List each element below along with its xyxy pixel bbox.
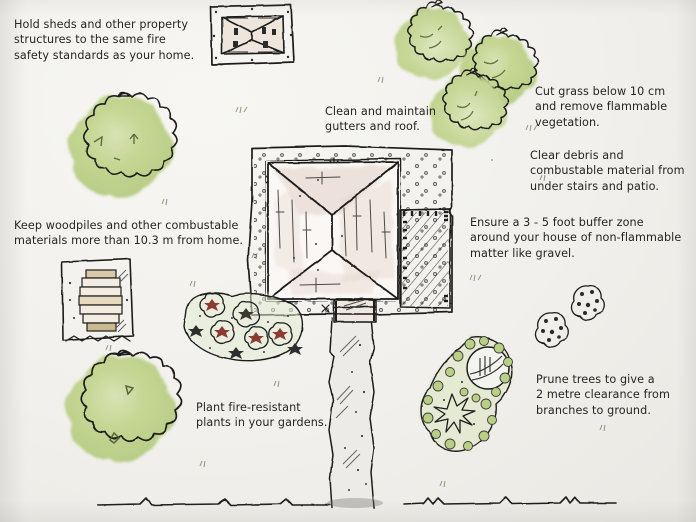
hatched-patio-deck (399, 208, 451, 309)
annotation-woodpiles: Keep woodpiles and other combustable mat… (14, 219, 244, 248)
tree-canopy (395, 0, 474, 79)
annotation-grass: Cut grass below 10 cm and remove flammab… (535, 85, 668, 129)
shrub-cluster (534, 285, 605, 348)
annotation-buffer: Ensure a 3 - 5 foot buffer zone around y… (470, 216, 682, 260)
annotation-prune: Prune trees to give a 2 metre clearance … (536, 373, 671, 417)
house-hip-roof-plan (267, 161, 399, 300)
tree-canopy (65, 349, 183, 462)
street-curb-line (97, 496, 617, 506)
garden-island-with-tree (420, 336, 513, 452)
front-stairs (333, 299, 377, 323)
garden-shed-plan (210, 4, 295, 66)
tree-canopy (68, 91, 178, 197)
woodpile-stack (61, 258, 134, 342)
annotation-debris: Clear debris and combustable material fr… (530, 149, 685, 193)
tree-canopy (430, 67, 509, 147)
flower-garden-bed (183, 292, 303, 362)
driveway (327, 317, 383, 509)
annotation-gutters: Clean and maintain gutters and roof. (325, 105, 437, 134)
annotation-sheds: Hold sheds and other property structures… (14, 18, 195, 62)
grass-tufts (105, 76, 606, 488)
annotation-plants: Plant fire-resistant plants in your gard… (196, 401, 328, 430)
